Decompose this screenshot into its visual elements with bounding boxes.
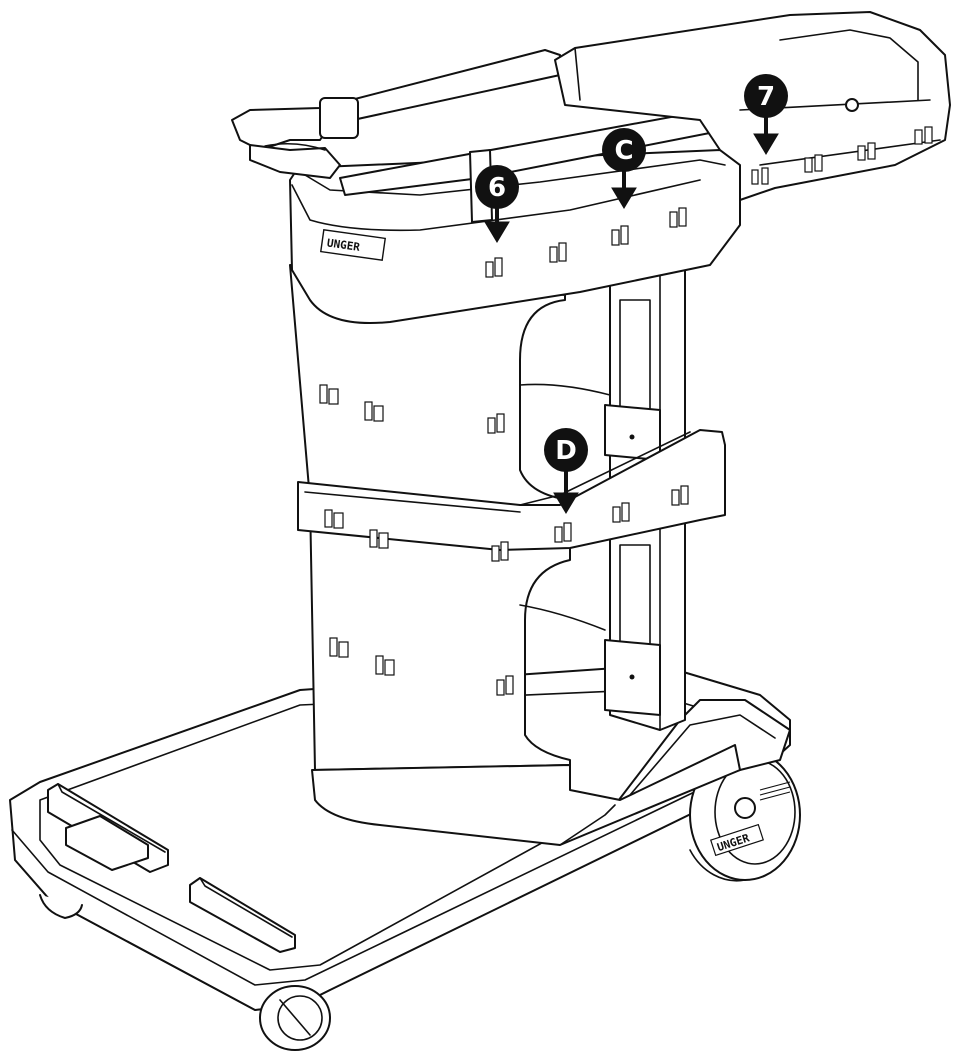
callout-7-label: 7 [757,82,775,112]
accessory-slots [319,126,933,696]
callout-d: D [544,428,588,514]
callout-d-label: D [555,436,577,466]
front-left-wheel [259,985,331,1051]
basket-brand-text: UNGER [326,236,361,254]
basket-brand-logo: UNGER [319,229,387,261]
callout-c-label: C [614,136,633,166]
callout-6-label: 6 [488,173,506,203]
front-right-caster [39,894,83,919]
callout-6: 6 [475,165,519,243]
rear-wheel: UNGER [689,749,801,882]
base-platform [9,664,791,1011]
callout-7: 7 [744,74,788,155]
callout-c: C [602,128,646,209]
